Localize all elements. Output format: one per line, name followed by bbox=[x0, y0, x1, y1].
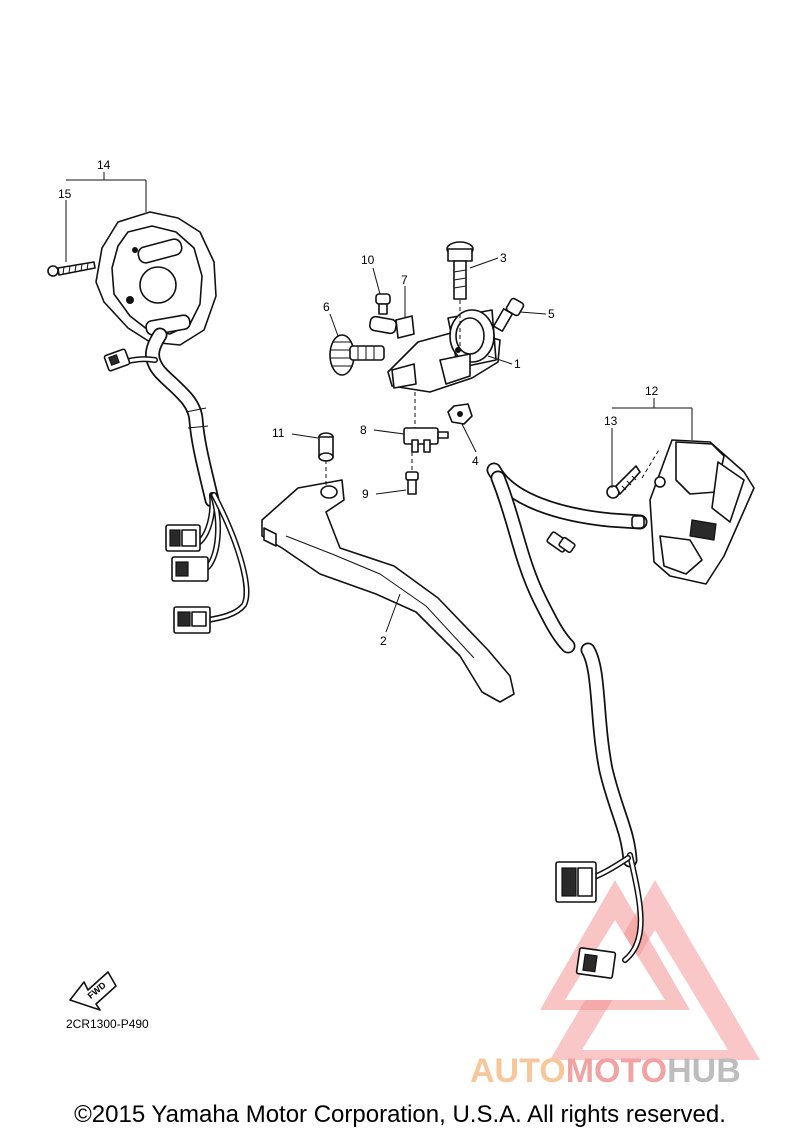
watermark-wordmark: AUTOMOTOHUB bbox=[470, 1052, 741, 1091]
callout-labels: 1 2 3 4 5 6 7 8 9 10 11 12 13 14 15 bbox=[58, 158, 659, 648]
left-connector-b bbox=[171, 556, 209, 582]
lever-adjuster bbox=[329, 334, 385, 376]
callout-8: 8 bbox=[360, 423, 367, 437]
holder-bolt-side bbox=[492, 297, 525, 332]
right-connector-b bbox=[575, 947, 617, 979]
left-connector-c bbox=[173, 606, 211, 634]
callout-6: 6 bbox=[323, 300, 330, 314]
callout-4: 4 bbox=[472, 454, 479, 468]
callout-2: 2 bbox=[380, 634, 387, 648]
holder-bolt bbox=[446, 241, 474, 300]
switch-screw bbox=[405, 471, 419, 495]
left-switch-screw bbox=[47, 261, 96, 277]
callout-11: 11 bbox=[272, 426, 285, 440]
watermark-part-hub: HUB bbox=[667, 1052, 741, 1090]
lever-collar bbox=[318, 432, 334, 462]
right-switch-screw bbox=[606, 465, 641, 499]
right-connector-a bbox=[555, 861, 597, 903]
right-handlebar-switch bbox=[649, 439, 755, 585]
holder-nut bbox=[447, 403, 473, 425]
callout-3: 3 bbox=[500, 251, 507, 265]
leader-lines bbox=[65, 172, 693, 633]
watermark-logo-icon bbox=[540, 880, 760, 1060]
clutch-cable bbox=[486, 462, 648, 963]
clutch-switch bbox=[403, 427, 449, 453]
watermark-part-auto: AUTO bbox=[470, 1052, 566, 1090]
left-connector-top bbox=[103, 348, 131, 372]
callout-13: 13 bbox=[604, 414, 618, 428]
left-handlebar-switch bbox=[95, 211, 217, 346]
watermark-part-moto: MOTO bbox=[565, 1052, 668, 1090]
forward-arrow-icon: FWD bbox=[69, 971, 117, 1011]
callout-5: 5 bbox=[548, 307, 555, 321]
lever-clip bbox=[368, 315, 415, 339]
callout-15: 15 bbox=[58, 187, 72, 201]
left-switch-cable bbox=[121, 327, 250, 623]
callout-9: 9 bbox=[362, 487, 369, 501]
clutch-lever bbox=[261, 479, 515, 703]
callout-10: 10 bbox=[361, 253, 375, 267]
left-connector-a bbox=[165, 524, 201, 552]
callout-12: 12 bbox=[645, 384, 659, 398]
diagram-code: 2CR1300-P490 bbox=[66, 1017, 149, 1031]
callout-7: 7 bbox=[401, 273, 408, 287]
callout-14: 14 bbox=[97, 158, 111, 172]
callout-1: 1 bbox=[514, 357, 521, 371]
copyright-notice: ©2015 Yamaha Motor Corporation, U.S.A. A… bbox=[74, 1101, 726, 1128]
lever-screw-small bbox=[375, 293, 391, 315]
